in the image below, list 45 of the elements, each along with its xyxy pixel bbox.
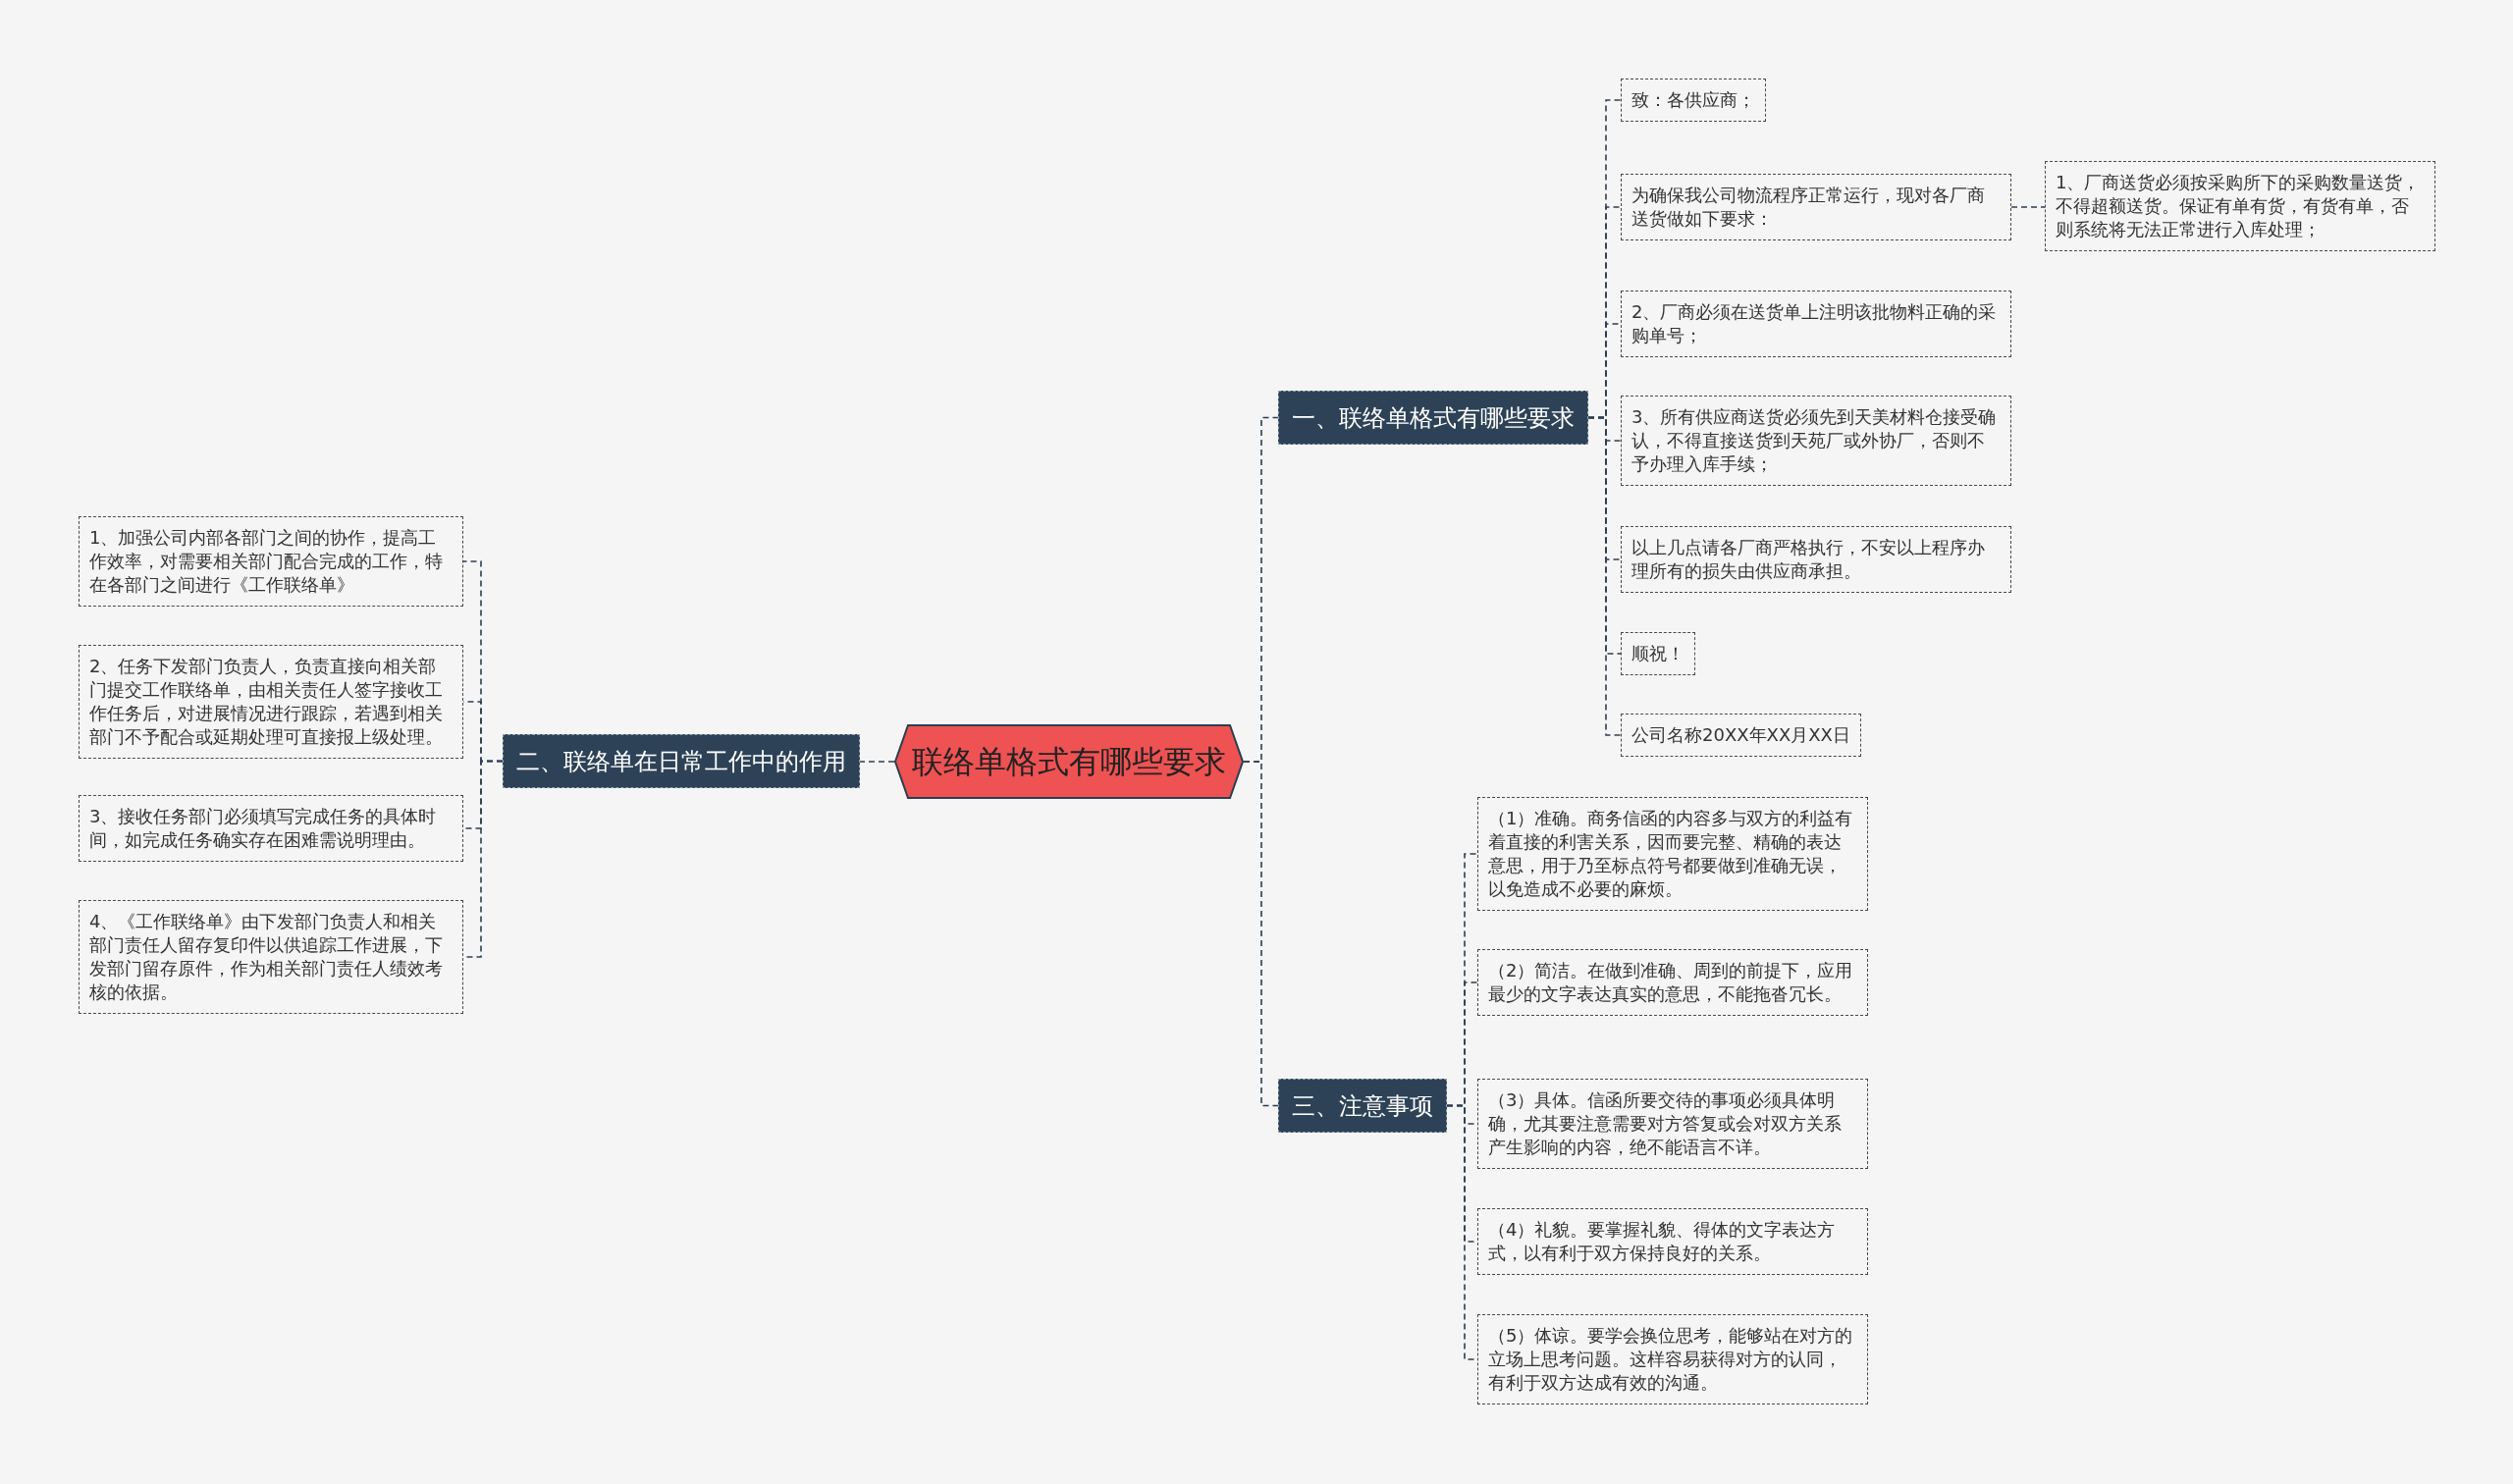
connector-line xyxy=(2010,206,2046,208)
note-text: 3、接收任务部门必须填写完成任务的具体时间，如完成任务确实存在困难需说明理由。 xyxy=(89,805,438,852)
note-box xyxy=(79,795,463,862)
central-topic-text: 联络单格式有哪些要求 xyxy=(912,742,1226,781)
note-box xyxy=(1621,632,1695,675)
note-box xyxy=(79,900,463,1014)
topic-box xyxy=(1278,1079,1447,1133)
note-box xyxy=(1477,1079,1868,1169)
note-box xyxy=(1621,396,2011,486)
topic-box xyxy=(1278,391,1588,445)
note-box xyxy=(1477,797,1868,911)
note-text: 2、厂商必须在送货单上注明该批物料正确的采购单号； xyxy=(1631,300,1998,347)
connector-line xyxy=(1243,761,1279,1107)
note-text: 为确保我公司物流程序正常运行，现对各厂商送货做如下要求： xyxy=(1631,184,1986,231)
note-text: （2）简洁。在做到准确、周到的前提下，应用最少的文字表达真实的意思，不能拖沓冗长。 xyxy=(1488,959,1854,1006)
note-box xyxy=(1621,526,2011,593)
connector-line xyxy=(1587,416,1622,736)
note-text: 2、任务下发部门负责人，负责直接向相关部门提交工作联络单，由相关责任人签字接收工作任务后，对进展情况进行跟踪，若遇到相关部门不予配合或延期处理可直接报上级处理。 xyxy=(89,655,444,749)
note-box xyxy=(1621,291,2011,357)
note-box xyxy=(1477,1208,1868,1275)
note-box xyxy=(1621,714,1861,757)
topic-text: 一、联络单格式有哪些要求 xyxy=(1292,402,1575,433)
note-box xyxy=(1477,1314,1868,1404)
connector-line xyxy=(859,761,895,763)
note-text: 4、《工作联络单》由下发部门负责人和相关部门责任人留存复印件以供追踪工作进展，下发部门留存原件，作为相关部门责任人绩效考核的依据。 xyxy=(89,910,444,1004)
note-text: 3、所有供应商送货必须先到天美材料仓接受确认，不得直接送货到天苑厂或外协厂，否则不予办理入库手续； xyxy=(1631,405,1998,476)
note-box xyxy=(1621,79,1766,122)
note-text: 致：各供应商； xyxy=(1631,88,1755,112)
note-text: 公司名称20XX年XX月XX日 xyxy=(1631,723,1850,747)
note-text: 顺祝！ xyxy=(1631,642,1684,665)
note-text: （4）礼貌。要掌握礼貌、得体的文字表达方式，以有利于双方保持良好的关系。 xyxy=(1488,1218,1837,1265)
note-text: 1、加强公司内部各部门之间的协作，提高工作效率，对需要相关部门配合完成的工作，特在各部门之间进行《工作联络单》 xyxy=(89,526,444,597)
note-text: （5）体谅。要学会换位思考，能够站在对方的立场上思考问题。这样容易获得对方的认同，有利于双方达成有效的沟通。 xyxy=(1488,1324,1854,1395)
topic-text: 二、联络单在日常工作中的作用 xyxy=(516,746,846,776)
note-box xyxy=(79,516,463,607)
note-box xyxy=(1477,949,1868,1016)
note-box xyxy=(79,645,463,759)
note-box xyxy=(1621,174,2011,240)
topic-text: 三、注意事项 xyxy=(1292,1090,1433,1121)
note-box xyxy=(2045,161,2435,251)
note-text: （3）具体。信函所要交待的事项必须具体明确，尤其要注意需要对方答复或会对双方关系产生影响的内容，绝不能语言不详。 xyxy=(1488,1088,1843,1159)
topic-box xyxy=(503,734,860,788)
note-text: 以上几点请各厂商严格执行，不安以上程序办理所有的损失由供应商承担。 xyxy=(1631,536,1986,583)
note-text: （1）准确。商务信函的内容多与双方的利益有着直接的利害关系，因而要完整、精确的表达意思，用于乃至标点符号都要做到准确无误，以免造成不必要的麻烦。 xyxy=(1488,807,1854,901)
note-text: 1、厂商送货必须按采购所下的采购数量送货，不得超额送货。保证有单有货，有货有单，否则系统将无法正常进行入库处理； xyxy=(2056,171,2422,241)
